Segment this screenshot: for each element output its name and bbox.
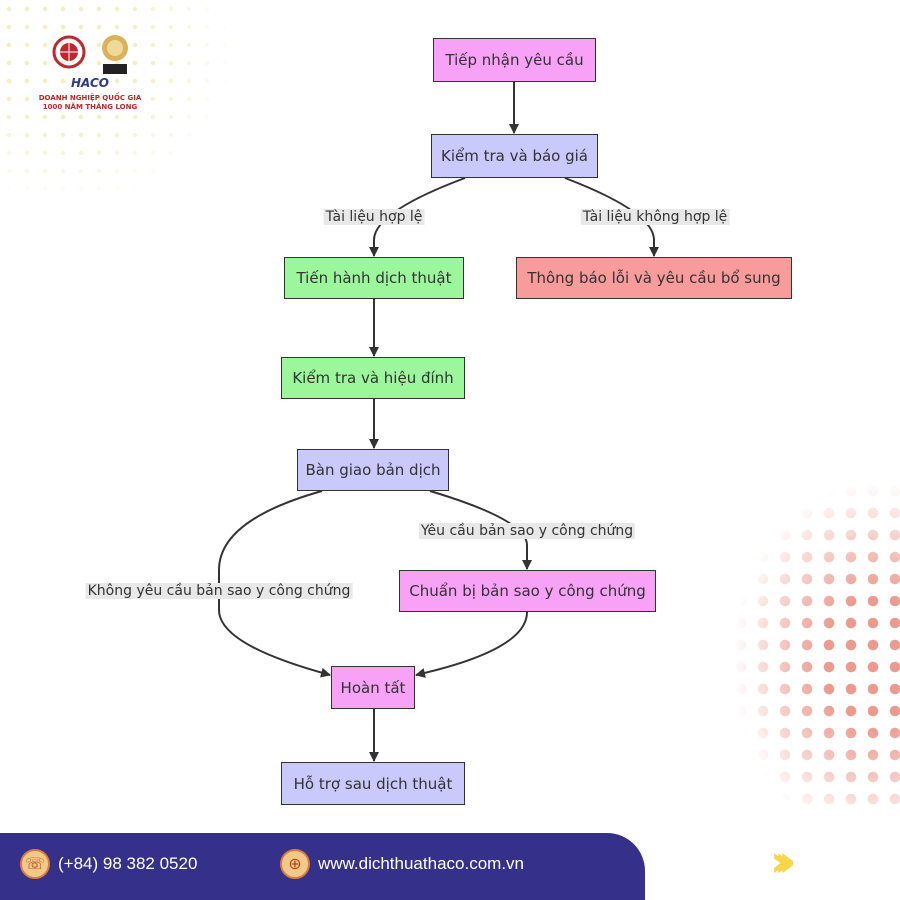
website-contact[interactable]: ⊕ www.dichthuathaco.com.vn bbox=[280, 849, 524, 879]
edge-label-invalid: Tài liệu không hợp lệ bbox=[580, 209, 730, 225]
contact-footer: ☏ (+84) 98 382 0520 ⊕ www.dichthuathaco.… bbox=[0, 833, 645, 900]
edge-deliver-prepare bbox=[429, 490, 532, 570]
phone-icon: ☏ bbox=[20, 849, 50, 879]
haco-globe-icon bbox=[52, 35, 86, 69]
edge-deliver-complete bbox=[218, 490, 331, 678]
company-logo: HACO DOANH NGHIỆP QUỐC GIA 1000 NĂM THĂN… bbox=[30, 32, 150, 112]
website-url: www.dichthuathaco.com.vn bbox=[318, 854, 524, 873]
edge-prepare-complete bbox=[415, 611, 528, 678]
node-check-quote: Kiểm tra và báo giá bbox=[431, 134, 598, 178]
decorative-dots-top-left bbox=[0, 0, 230, 200]
node-complete: Hoàn tất bbox=[331, 666, 415, 709]
logo-brand: HACO bbox=[71, 76, 109, 90]
node-receive-request: Tiếp nhận yêu cầu bbox=[433, 38, 596, 82]
node-translate: Tiến hành dịch thuật bbox=[284, 257, 464, 299]
node-review: Kiểm tra và hiệu đính bbox=[281, 357, 465, 399]
node-support: Hỗ trợ sau dịch thuật bbox=[281, 762, 465, 805]
chevrons-icon: ››› bbox=[770, 836, 797, 887]
logo-tagline-1: DOANH NGHIỆP QUỐC GIA bbox=[38, 94, 142, 102]
phone-contact[interactable]: ☏ (+84) 98 382 0520 bbox=[20, 849, 197, 879]
node-prepare-copy: Chuẩn bị bản sao y công chứng bbox=[399, 570, 656, 612]
phone-number: (+84) 98 382 0520 bbox=[58, 854, 198, 873]
award-trophy-icon bbox=[102, 35, 128, 74]
logo-tagline-2: 1000 NĂM THĂNG LONG bbox=[42, 103, 138, 111]
edge-label-no-copy: Không yêu cầu bản sao y công chứng bbox=[85, 583, 353, 599]
edge-label-valid: Tài liệu hợp lệ bbox=[323, 209, 425, 225]
edge-label-copy-required: Yêu cầu bản sao y công chứng bbox=[418, 523, 636, 539]
decorative-dots-bottom-right bbox=[730, 480, 900, 810]
globe-icon: ⊕ bbox=[280, 849, 310, 879]
node-error-notice: Thông báo lỗi và yêu cầu bổ sung bbox=[516, 257, 792, 299]
node-deliver: Bàn giao bản dịch bbox=[297, 449, 449, 491]
